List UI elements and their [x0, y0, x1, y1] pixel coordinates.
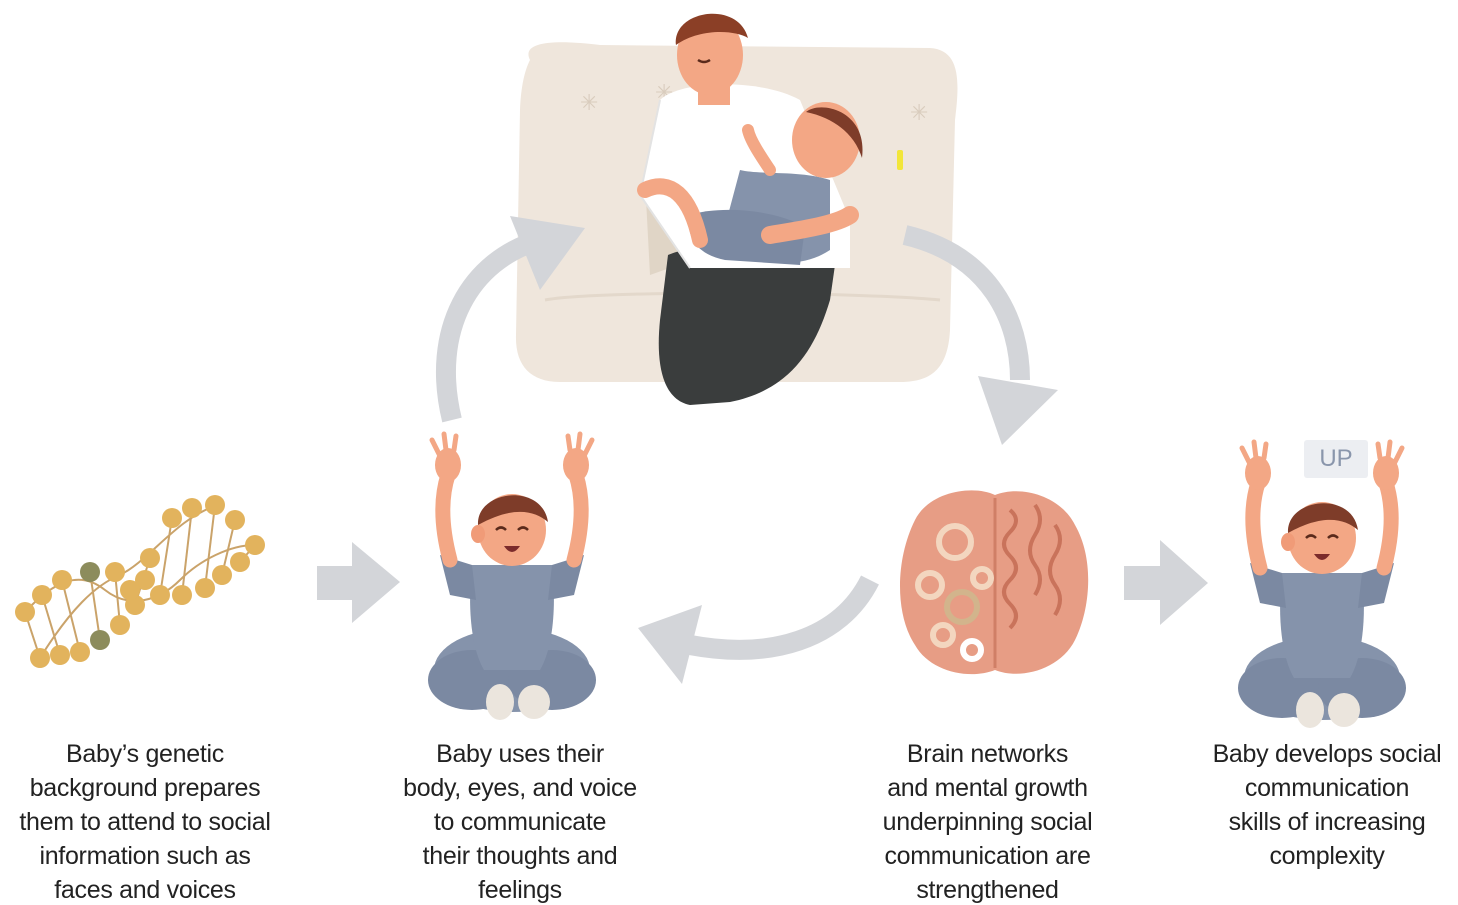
caption-line: communication are: [884, 842, 1091, 870]
brain-with-gears-icon: [900, 490, 1089, 675]
caption-line: feelings: [478, 876, 562, 904]
caption-line: body, eyes, and voice: [403, 774, 637, 802]
caption-line: Brain networks: [906, 740, 1069, 768]
parent-holding-baby-on-couch-icon: ✳ ✳ ✳: [515, 13, 958, 405]
arrow-icon: [638, 575, 879, 684]
caption-line: and mental growth: [887, 774, 1088, 802]
caption-line: complexity: [1269, 842, 1385, 870]
caption-brain-networks: Brain networks and mental growth underpi…: [855, 737, 1120, 905]
caption-line: them to attend to social: [19, 808, 271, 836]
caption-line: communication: [1244, 774, 1410, 802]
svg-text:✳: ✳: [580, 91, 598, 116]
caption-line: Baby uses their: [436, 740, 604, 768]
caption-line: their thoughts and: [422, 842, 618, 870]
caption-line: Baby develops social: [1212, 740, 1442, 768]
caption-genetic-background: Baby’s genetic background prepares them …: [0, 737, 290, 905]
caption-line: strengthened: [916, 876, 1059, 904]
arrow-icon: [435, 216, 585, 423]
speech-bubble-up: UP: [1304, 440, 1368, 478]
dna-helix-icon: [15, 495, 265, 668]
caption-baby-communicates: Baby uses their body, eyes, and voice to…: [385, 737, 655, 905]
caption-line: faces and voices: [54, 876, 236, 904]
caption-line: background prepares: [29, 774, 261, 802]
arrow-icon: [1124, 540, 1208, 625]
svg-text:✳: ✳: [910, 101, 928, 126]
caption-social-skills: Baby develops social communication skill…: [1198, 737, 1456, 873]
caption-line: to communicate: [433, 808, 607, 836]
baby-arms-raised-icon: [428, 434, 596, 720]
arrow-icon: [317, 542, 400, 623]
caption-line: skills of increasing: [1228, 808, 1426, 836]
caption-line: information such as: [39, 842, 251, 870]
caption-line: Baby’s genetic: [66, 740, 224, 768]
caption-line: underpinning social: [882, 808, 1093, 836]
baby-arms-raised-icon: [1238, 442, 1406, 728]
arrow-icon: [902, 225, 1058, 445]
